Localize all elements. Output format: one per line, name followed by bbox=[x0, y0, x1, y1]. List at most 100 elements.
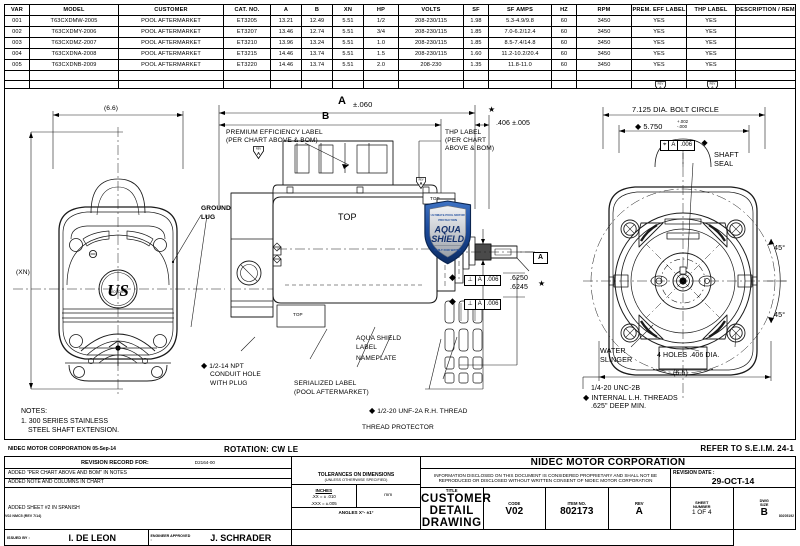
engineer-approved-label: ENGINEER APPROVED : bbox=[150, 533, 191, 542]
col-a: A bbox=[270, 4, 302, 16]
cell-sf-amps: 7.0-6.2/12.4 bbox=[488, 26, 552, 38]
diamond-icon: ◆ bbox=[201, 361, 208, 370]
col-customer: CUSTOMER bbox=[118, 4, 224, 16]
company-name-cell: NIDEC MOTOR CORPORATION bbox=[420, 456, 796, 469]
cell-thp: YES bbox=[686, 48, 736, 60]
cell-sf-amps: 11.2-10.2/20.4 bbox=[488, 48, 552, 60]
title-cell: TITLE CUSTOMER DETAIL DRAWING bbox=[420, 487, 491, 530]
variation-table: VAR MODEL CUSTOMER CAT. NO. A B XN HP VO… bbox=[4, 4, 796, 97]
ground-lug-label-line2: LUG bbox=[201, 214, 216, 221]
dim-a-label: A bbox=[338, 95, 347, 107]
issued-by-label: ISSUED BY : bbox=[7, 535, 30, 540]
shaft-seal-label-line1: SHAFT bbox=[714, 150, 739, 159]
table-row: 003 T63CXDMZ-2007 POOL AFTERMARKET ET321… bbox=[4, 37, 796, 49]
svg-text:US: US bbox=[107, 281, 129, 300]
cell-rpm: 3450 bbox=[576, 37, 632, 49]
cell-volts: 208-230/115 bbox=[398, 48, 464, 60]
cell-var: 002 bbox=[4, 26, 30, 38]
revision-date-cell: REVISION DATE : 29-OCT-14 bbox=[670, 468, 796, 488]
title-block: REVISION RECORD FOR: D2164-00 TOLERANCES… bbox=[4, 456, 796, 546]
col-remarks: DESCRIPTION / REMARKS bbox=[735, 4, 796, 16]
drawing-sheet: VAR MODEL CUSTOMER CAT. NO. A B XN HP VO… bbox=[0, 4, 800, 546]
svg-text:A: A bbox=[419, 181, 422, 186]
dwg-size-value: B bbox=[760, 507, 768, 519]
cell-b: 12.74 bbox=[301, 26, 333, 38]
nameplate-callout: NAMEPLATE bbox=[356, 355, 397, 362]
cell-hz: 60 bbox=[551, 15, 577, 27]
cell-sf: 1.85 bbox=[463, 37, 489, 49]
thread-callout: ◆ 1/2-20 UNF-2A R.H. THREAD bbox=[369, 406, 468, 416]
cell-cat-no: ET3207 bbox=[223, 26, 271, 38]
svg-text:AQUA: AQUA bbox=[434, 224, 461, 234]
dwg-size-cell: DWG SIZE B bbox=[732, 487, 796, 530]
svg-text:MOTORS: MOTORS bbox=[110, 290, 126, 294]
cell-rpm: 3450 bbox=[576, 59, 632, 71]
svg-text:SHIELD: SHIELD bbox=[431, 234, 464, 244]
rotation-note: ROTATION: CW LE bbox=[224, 445, 299, 454]
prem-eff-label-line1: PREMIUM EFFICIENCY LABEL bbox=[226, 129, 323, 136]
cell-sf: 1.85 bbox=[463, 26, 489, 38]
diamond-icon: ◆ bbox=[369, 406, 376, 415]
dim-5750: ◆ 5.750 bbox=[635, 122, 663, 131]
thp-label-line2: (PER CHART bbox=[445, 137, 487, 144]
rev-label: REV bbox=[634, 500, 644, 506]
tol-mm-label: mm bbox=[384, 493, 393, 498]
cell-thp: YES bbox=[686, 15, 736, 27]
thread-note-line3: .625" DEEP MIN. bbox=[591, 403, 647, 410]
gdnt-datum: A bbox=[476, 276, 485, 285]
svg-text:REV: REV bbox=[709, 82, 715, 86]
cell-hz: 60 bbox=[551, 37, 577, 49]
cell-sf-amps: 11.8-11.0 bbox=[488, 59, 552, 71]
item-no-label: ITEM NO. bbox=[567, 500, 587, 506]
cell-b: 13.74 bbox=[301, 59, 333, 71]
nidec-header: NIDEC MOTOR CORPORATION 05-Sep-14 bbox=[8, 446, 116, 452]
diamond-icon: ◆ bbox=[449, 296, 457, 306]
notes-item-2: STEEL SHAFT EXTENSION. bbox=[28, 427, 120, 434]
cell-thp: YES bbox=[686, 59, 736, 71]
dwg-size-label-2: SIZE bbox=[760, 503, 769, 507]
cell-cat-no: ET3215 bbox=[223, 48, 271, 60]
diamond-icon: ◆ bbox=[583, 393, 590, 402]
angle-label-2: 45° bbox=[774, 310, 786, 319]
bolt-circle-dim: 7.125 DIA. BOLT CIRCLE bbox=[632, 105, 719, 114]
tol-xx: .XX = ± .010 bbox=[311, 494, 336, 500]
cell-sf-amps: 5.3-4.9/9.8 bbox=[488, 15, 552, 27]
revision-record-id: D2164-00 bbox=[194, 460, 215, 465]
code-value: V02 bbox=[505, 505, 524, 517]
cell-b: 13.74 bbox=[301, 48, 333, 60]
thp-label-line3: ABOVE & BOM) bbox=[445, 145, 495, 152]
tolerances-title: TOLERANCES ON DIMENSIONS bbox=[317, 472, 395, 478]
engineer-approved-value: J. SCHRADER bbox=[210, 532, 272, 543]
sheet-label-1: SHEET bbox=[695, 499, 709, 505]
cell-sf: 1.98 bbox=[463, 15, 489, 27]
tolerances-subtitle: (UNLESS OTHERWISE SPECIFIED) bbox=[324, 478, 388, 482]
col-var: VAR bbox=[4, 4, 30, 16]
revision-record-label: REVISION RECORD FOR: bbox=[81, 459, 149, 466]
cell-thp: YES bbox=[686, 37, 736, 49]
gdnt-frame-1: ◆ ⊥ A .006 bbox=[449, 268, 509, 286]
ground-lug-label-line1: GROUND bbox=[201, 205, 231, 212]
col-thp: THP LABEL bbox=[686, 4, 736, 16]
cell-hz: 60 bbox=[551, 59, 577, 71]
dwg-size-label-1: DWG bbox=[759, 498, 769, 503]
cell-sf: 1.60 bbox=[463, 48, 489, 60]
gdnt-symbol-position: ⌖ bbox=[661, 141, 670, 150]
col-hp: HP bbox=[363, 4, 399, 16]
tol-angles: ANGLES X°- ±1° bbox=[338, 510, 374, 515]
dim-b-label: B bbox=[322, 111, 330, 122]
footer-doc-code: 80205192 bbox=[778, 514, 794, 518]
diamond-icon: ◆ bbox=[635, 122, 642, 131]
gdnt-frame-position: ⌖ A .006 ◆ bbox=[660, 133, 708, 151]
aqua-shield-callout-line1: AQUA SHIELD bbox=[356, 335, 402, 342]
nidec-header-company: NIDEC MOTOR CORPORATION bbox=[8, 446, 91, 452]
serialized-label-callout-line1: SERIALIZED LABEL bbox=[294, 380, 357, 387]
shaft-seal-label-line2: SEAL bbox=[714, 159, 734, 168]
col-sf: SF bbox=[463, 4, 489, 16]
gdnt-frame-2: ◆ ⊥ A .006 bbox=[449, 292, 509, 310]
gdnt-tolerance: .006 bbox=[680, 142, 693, 148]
cell-volts: 208-230/115 bbox=[398, 26, 464, 38]
top-label-small: TOP bbox=[430, 196, 440, 201]
revision-line-3: ADDED SHEET #2 IN SPANISH bbox=[4, 487, 292, 530]
cell-var: 001 bbox=[4, 15, 30, 27]
cell-volts: 208-230/115 bbox=[398, 37, 464, 49]
